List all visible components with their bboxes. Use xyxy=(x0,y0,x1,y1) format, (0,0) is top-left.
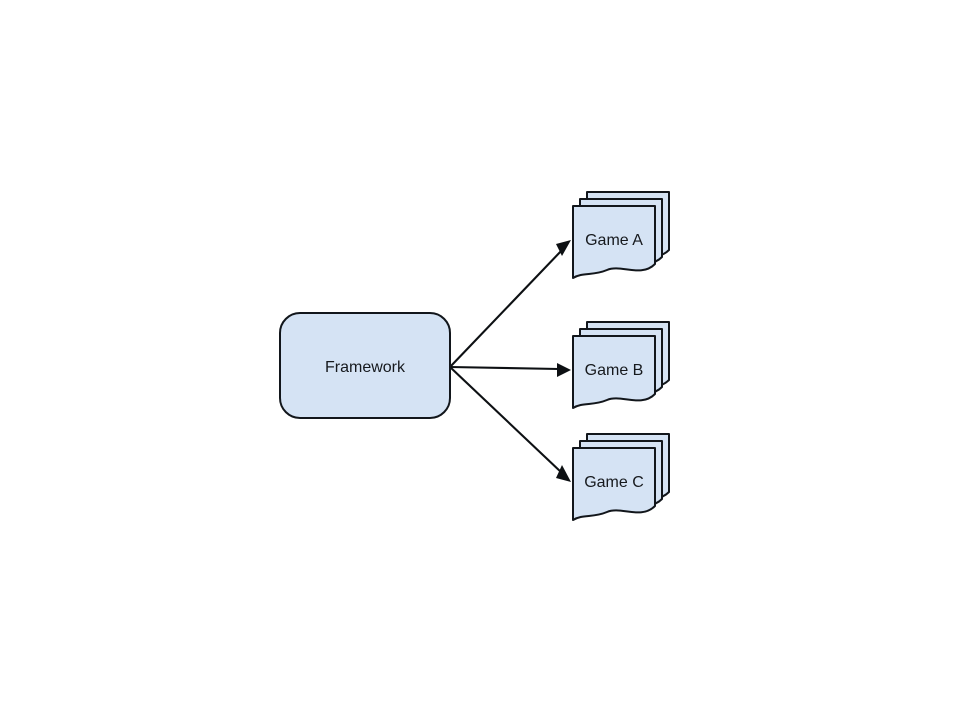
document-icon-front xyxy=(572,335,656,409)
edge-line xyxy=(449,365,560,371)
node-framework[interactable]: Framework xyxy=(279,312,451,419)
edge-framework-to-game-a[interactable] xyxy=(449,240,571,368)
arrowhead-icon xyxy=(557,363,571,377)
document-icon-front xyxy=(572,205,656,279)
arrowhead-icon xyxy=(556,240,571,256)
edge-line xyxy=(449,248,564,368)
arrowhead-icon xyxy=(556,465,571,482)
framework-shape xyxy=(279,312,451,419)
node-game-b[interactable]: Game B xyxy=(572,321,670,409)
edge-framework-to-game-b[interactable] xyxy=(449,363,571,377)
node-game-c[interactable]: Game C xyxy=(572,433,670,521)
edge-line xyxy=(449,366,563,474)
node-game-a[interactable]: Game A xyxy=(572,191,670,279)
document-icon-front xyxy=(572,447,656,521)
edge-framework-to-game-c[interactable] xyxy=(449,366,571,482)
